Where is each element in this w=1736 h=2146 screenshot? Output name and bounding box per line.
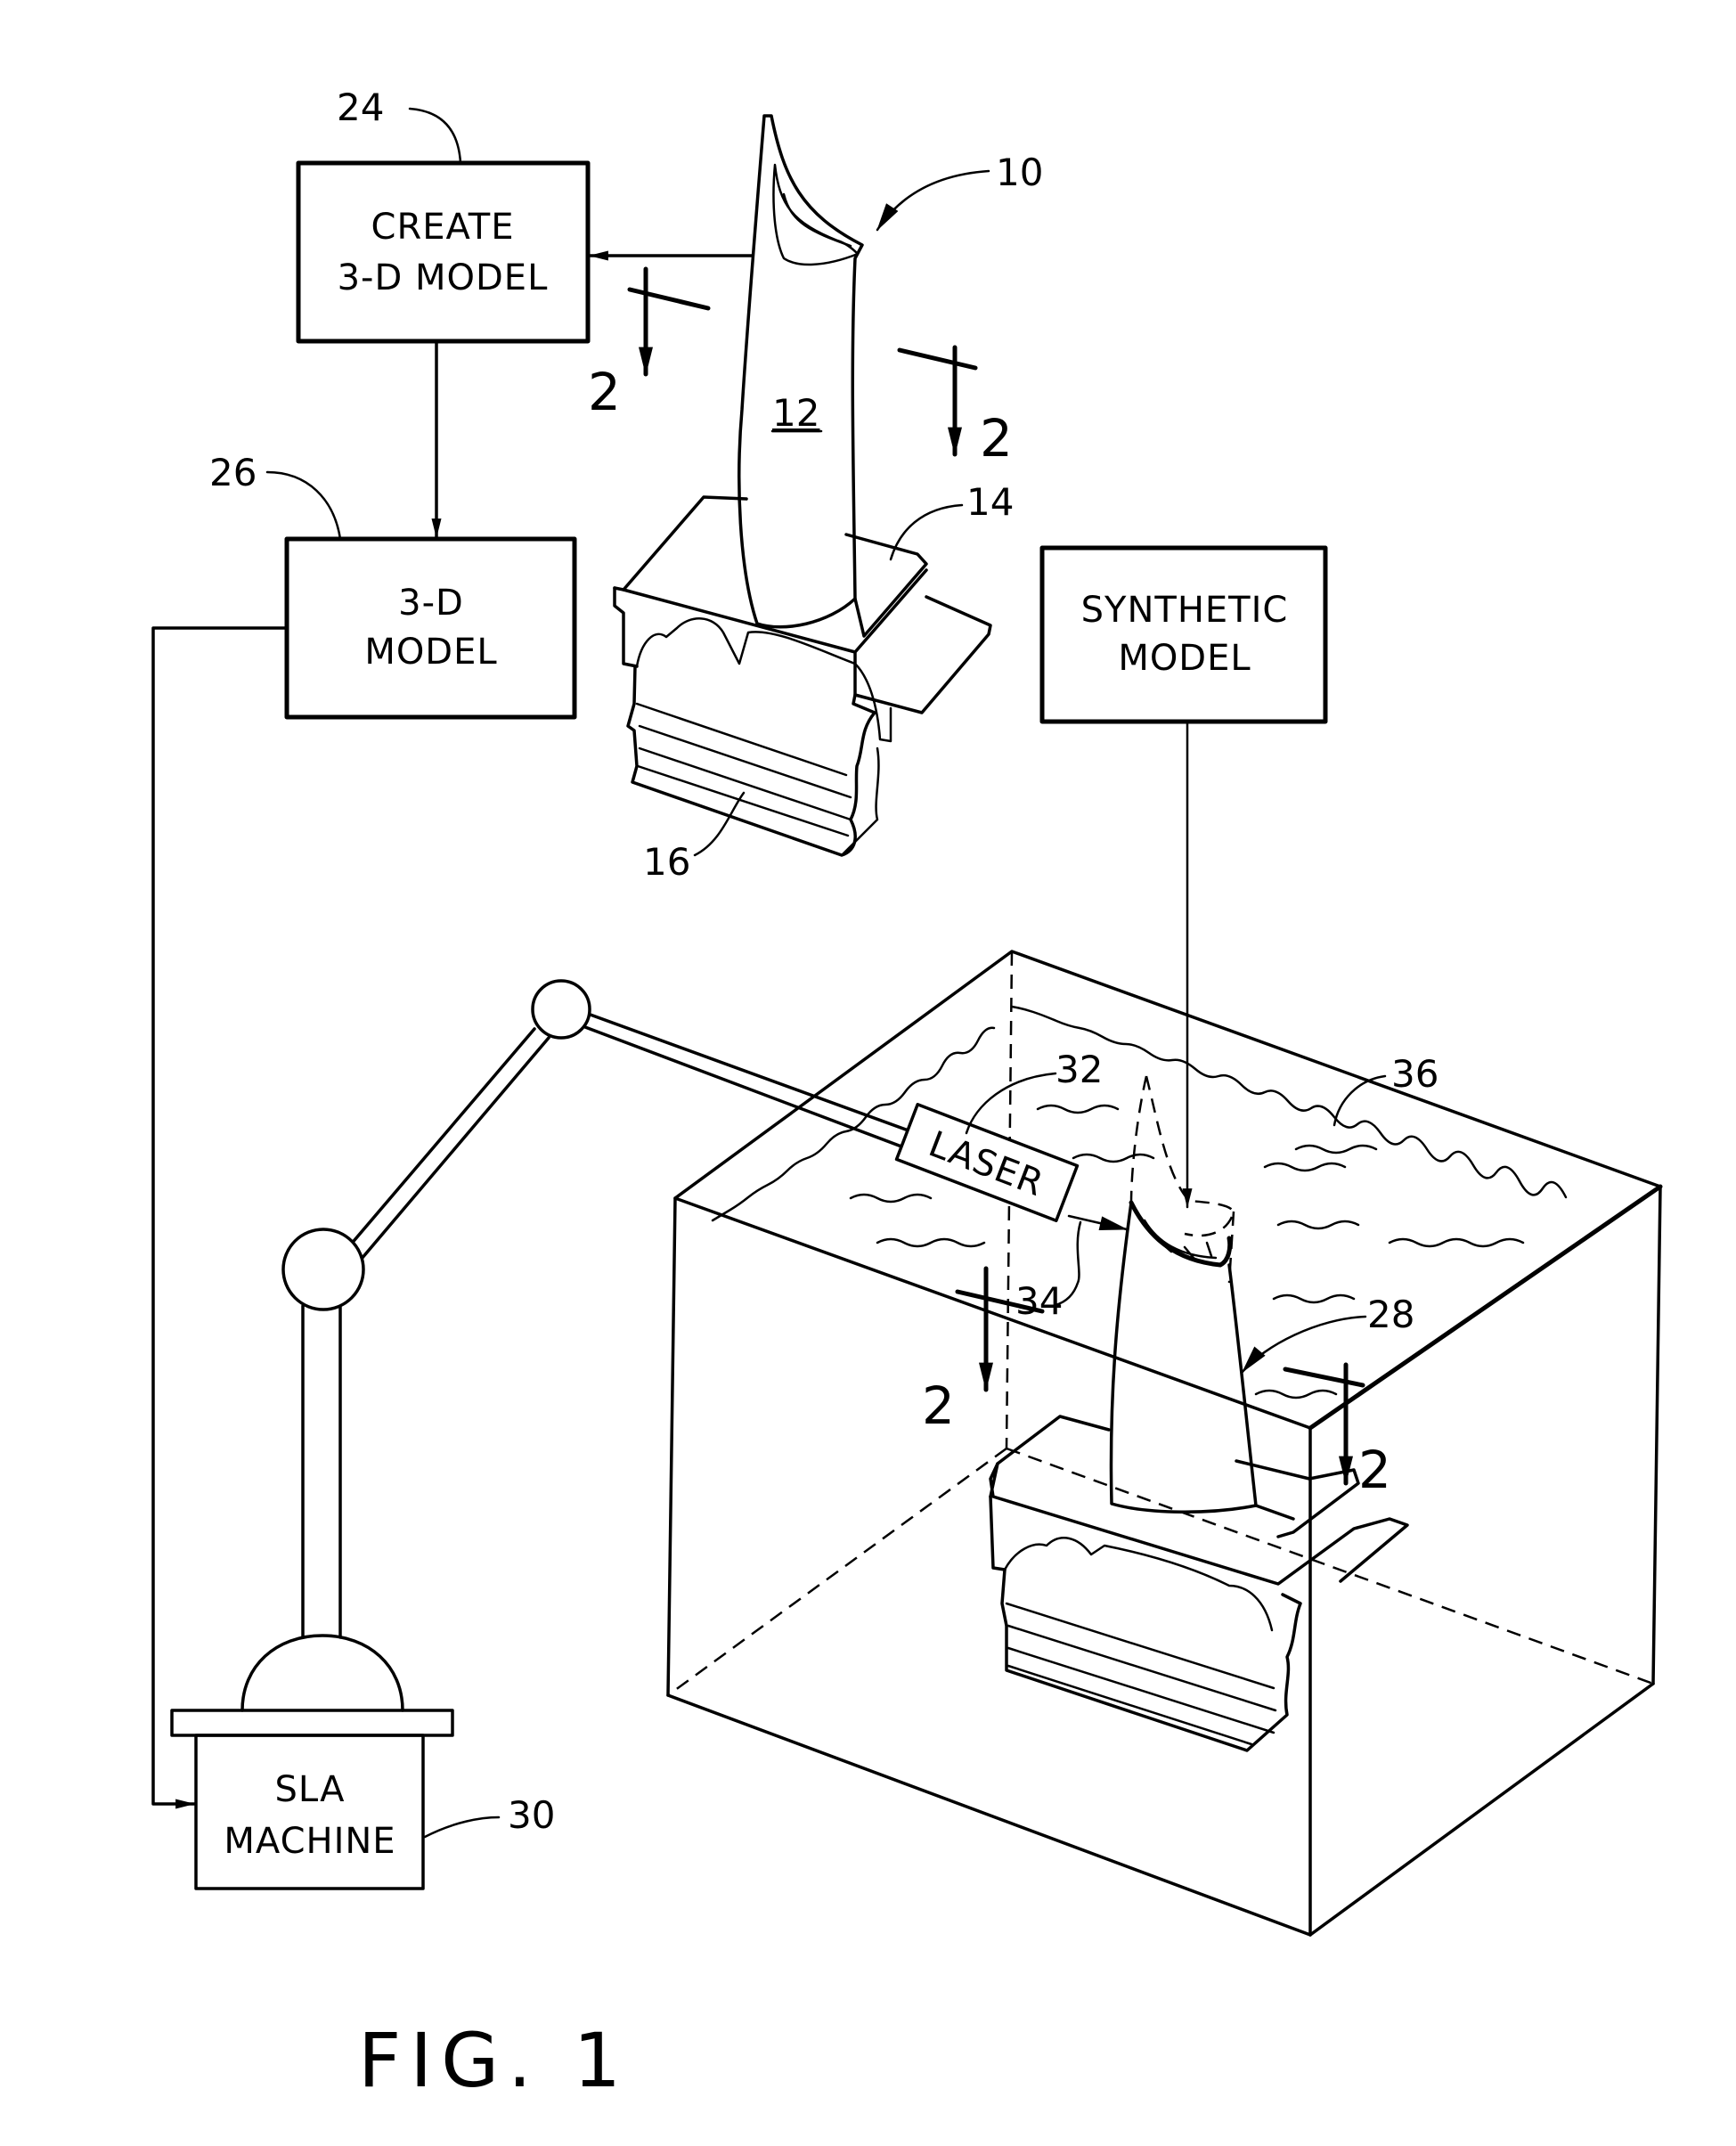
ref-34: 34 [1015,1279,1063,1323]
ref-16: 16 [643,840,690,884]
sla-body [196,1735,423,1889]
laser-beam-34 [1069,1216,1127,1229]
figure-caption: FIG. 1 [358,2017,630,2104]
laser-unit: LASER [897,1105,1078,1220]
sla-line1: SLA [275,1769,346,1810]
ref-36: 36 [1391,1052,1439,1096]
shoulder-joint [533,981,590,1038]
svg-text:2: 2 [1358,1440,1391,1500]
3d-model-line1: 3-D [398,583,464,624]
leader-10 [877,171,989,230]
leader-16 [695,793,744,855]
sla-line2: MACHINE [224,1821,395,1862]
ref-10: 10 [996,151,1043,194]
3d-model-block: 3-D MODEL [287,539,575,717]
resin-tank [668,951,1660,1935]
section-mark-top-right: 2 [900,347,1013,469]
flow-arrow-model-to-sla [153,628,287,1804]
elbow-joint [283,1229,363,1310]
synthetic-model-line1: SYNTHETIC [1081,590,1289,631]
svg-text:2: 2 [922,1375,955,1436]
ref-28: 28 [1367,1293,1414,1336]
ref-12: 12 [772,391,819,435]
synthetic-model-line2: MODEL [1118,638,1251,679]
svg-text:2: 2 [588,362,621,422]
leader-26 [267,472,340,539]
ref-32: 32 [1055,1048,1103,1091]
ref-30: 30 [508,1793,555,1837]
ref-24: 24 [337,86,384,129]
ref-26: 26 [209,451,257,494]
sla-dome [242,1636,403,1710]
sla-base-plate [172,1710,452,1735]
leader-24 [410,109,460,163]
3d-model-line2: MODEL [364,632,497,673]
turbine-blade-10 [615,116,990,855]
create-3d-model-line1: CREATE [371,207,515,248]
create-3d-model-line2: 3-D MODEL [338,257,549,298]
create-3d-model-block: CREATE 3-D MODEL [298,163,588,341]
sla-machine: SLA MACHINE [172,1636,452,1889]
leader-30 [425,1817,499,1837]
svg-text:2: 2 [980,408,1013,469]
synthetic-model-block: SYNTHETIC MODEL [1042,548,1325,722]
section-mark-top-left: 2 [588,269,708,422]
robot-arm [283,981,916,1637]
ref-14: 14 [966,480,1014,524]
